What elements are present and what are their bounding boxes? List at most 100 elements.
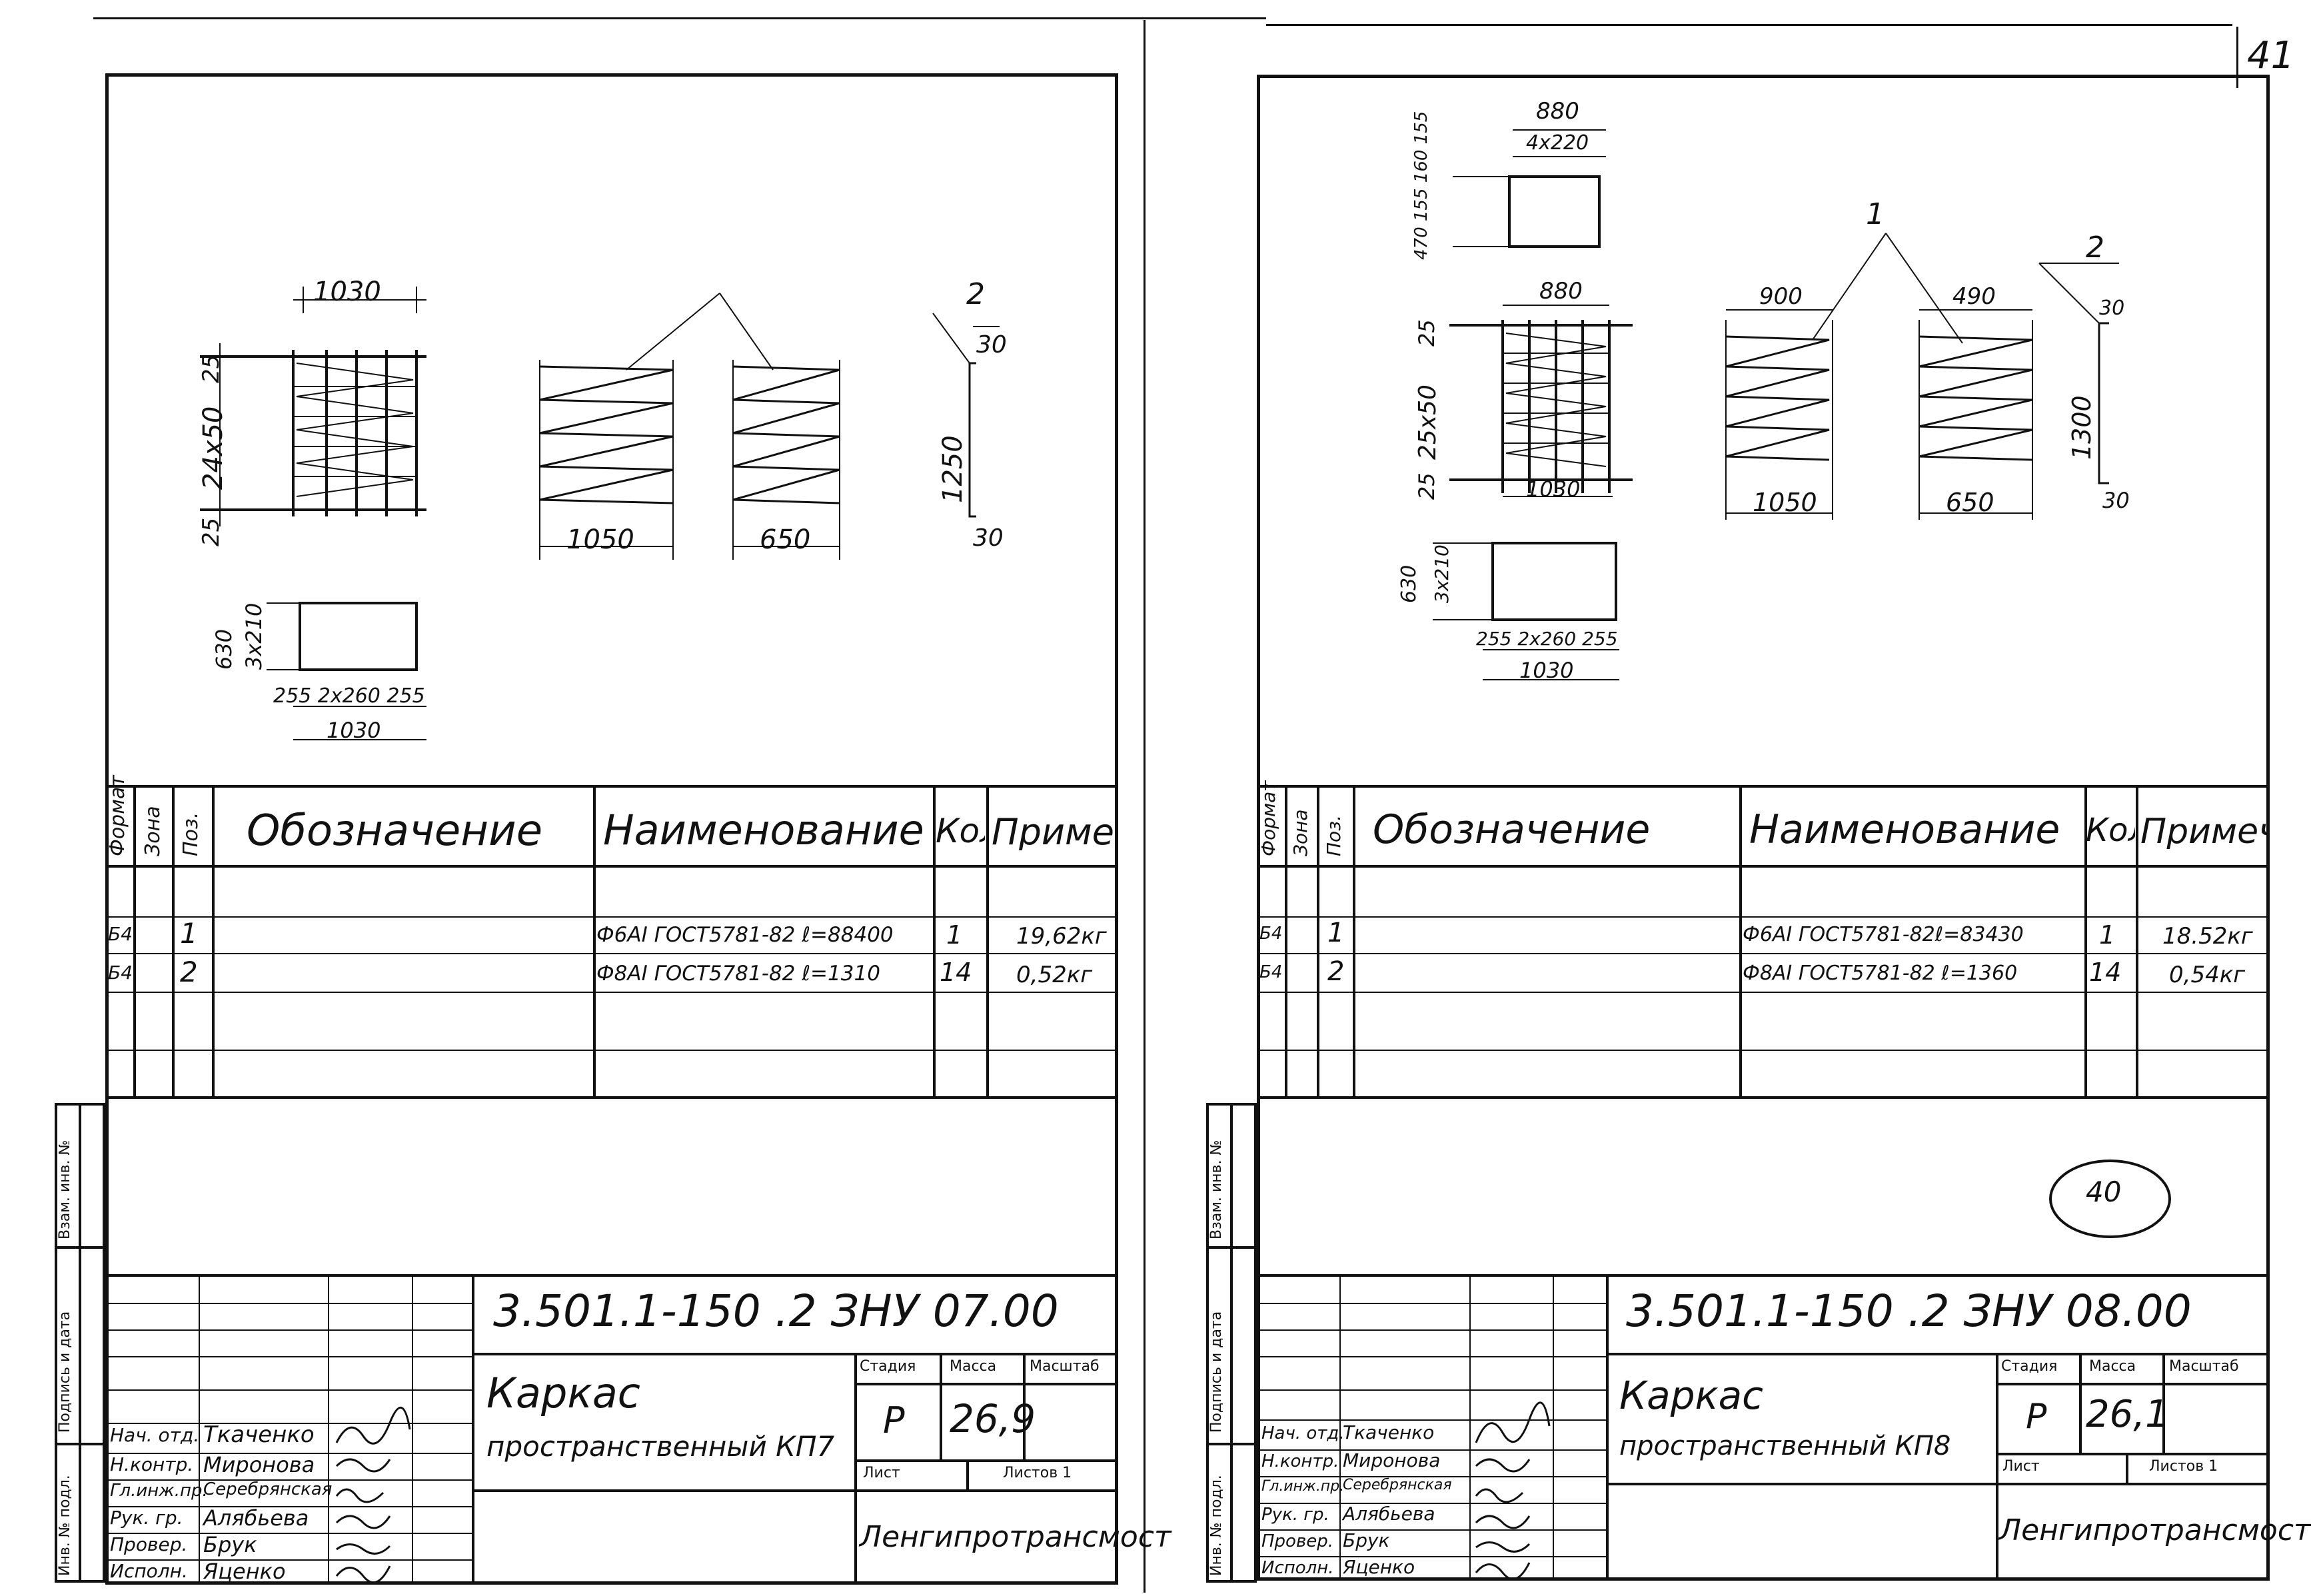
left-row1-pos: 1: [180, 917, 198, 950]
left-staff-role-4: Рук. гр.: [110, 1507, 183, 1529]
right-row2-note: 0,54кг: [2169, 962, 2246, 988]
left-row2-qty: 14: [940, 958, 972, 987]
left-row2-pos: 2: [180, 956, 198, 988]
right-staff-role-2: Н.контр.: [1261, 1451, 1339, 1471]
left-row2-note: 0,52кг: [1016, 962, 1093, 988]
right-mass-label: Масса: [2089, 1358, 2136, 1375]
right-hdr-name: Наименование: [1749, 806, 2060, 853]
left-staff-name-1: Ткаченко: [203, 1421, 315, 1448]
right-pos2-bottom: 30: [2102, 488, 2130, 513]
right-stamp-text: 40: [2086, 1176, 2122, 1208]
top-rule-left: [93, 17, 1266, 19]
left-row1-qty: 1: [946, 920, 963, 950]
left-dim-top-width: 1030: [313, 277, 381, 307]
left-doc-code: 3.501.1-150 .2 ЗНУ 07.00: [493, 1285, 1059, 1337]
right-sheet-label: Лист: [2002, 1458, 2040, 1475]
page-number: 41: [2247, 34, 2295, 77]
left-signatures: [335, 1407, 411, 1583]
right-staff-role-4: Рук. гр.: [1261, 1505, 1329, 1525]
right-staff-name-5: Брук: [1343, 1529, 1390, 1551]
left-pos2-bottom: 30: [973, 524, 1004, 552]
left-staff-role-6: Исполн.: [110, 1560, 188, 1582]
left-title-line1: Каркас: [486, 1369, 640, 1417]
left-row1-name: Ф6АI ГОСТ5781-82 ℓ=88400: [596, 923, 894, 947]
left-row2-name: Ф8АI ГОСТ5781-82 ℓ=1310: [596, 962, 880, 986]
right-org: Ленгипротрансмост: [1999, 1513, 2311, 1547]
right-title-line2: пространственный КП8: [1619, 1431, 1951, 1461]
right-pos1-label: 1: [1866, 197, 1885, 231]
left-staff-name-4: Алябьева: [203, 1505, 309, 1531]
right-hdr-note: Примеч.: [2140, 814, 2267, 849]
right-row1-name: Ф6АI ГОСТ5781-82ℓ=83430: [1743, 923, 2024, 946]
left-dim-bar1: 1050: [566, 524, 634, 555]
right-front-view: [1449, 305, 1633, 497]
right-staff-role-5: Провер.: [1261, 1531, 1334, 1551]
right-top-section: [1453, 129, 1606, 248]
left-org: Ленгипротрансмост: [860, 1520, 1171, 1554]
right-staff-name-1: Ткаченко: [1343, 1421, 1435, 1443]
left-staff-name-3: Серебрянская: [203, 1479, 333, 1499]
right-hdr-qty: Кол.: [2086, 814, 2135, 846]
left-row2-format: Б4: [108, 962, 133, 984]
left-sheets-label: Листов 1: [1003, 1465, 1072, 1481]
right-staff-name-3: Серебрянская: [1343, 1477, 1452, 1493]
left-pos2-bar: [932, 313, 1000, 518]
page-number-border: [2236, 27, 2238, 88]
left-hdr-qty: Кол.: [936, 814, 985, 848]
left-sec-width: 1030: [327, 718, 381, 743]
left-drawing: [200, 287, 1000, 740]
right-staff-role-1: Нач. отд.: [1261, 1423, 1345, 1443]
right-staff-role-3: Гл.инж.пр.: [1261, 1478, 1345, 1495]
right-staff-role-6: Исполн.: [1261, 1558, 1334, 1578]
right-staff-name-2: Миронова: [1343, 1449, 1441, 1471]
right-stage-label: Стадия: [2001, 1358, 2058, 1375]
right-sec-bottom: 255 2x260 255: [1476, 628, 1618, 650]
right-bar2: [1885, 233, 2033, 520]
right-title-line1: Каркас: [1619, 1373, 1763, 1418]
left-row1-format: Б4: [108, 923, 133, 945]
right-dim-bar2-len: 650: [1946, 488, 1994, 517]
right-dim-front-w: 880: [1539, 278, 1583, 305]
right-row1-pos: 1: [1327, 918, 1345, 948]
left-sheet-frame: [105, 73, 1118, 1585]
left-row1-note: 19,62кг: [1016, 923, 1107, 950]
right-row1-format: Б4: [1259, 924, 1283, 944]
right-row2-pos: 2: [1327, 956, 1345, 987]
left-hdr-name: Наименование: [603, 806, 924, 854]
right-pos2-label: 2: [2086, 231, 2104, 265]
left-dim-bar2: 650: [760, 524, 811, 555]
right-dim-bar1-len: 1050: [1753, 488, 1817, 517]
right-staff-name-6: Яценко: [1343, 1556, 1415, 1578]
right-stage-value: Р: [2026, 1397, 2047, 1437]
left-stage-value: Р: [883, 1399, 905, 1441]
left-sheet-label: Лист: [863, 1465, 900, 1481]
left-staff-name-5: Брук: [203, 1532, 257, 1557]
right-doc-code: 3.501.1-150 .2 ЗНУ 08.00: [1626, 1285, 2192, 1337]
left-staff-role-2: Н.контр.: [110, 1453, 194, 1475]
left-title-line2: пространственный КП7: [486, 1430, 835, 1463]
right-pos2-top: 30: [2099, 297, 2125, 320]
left-stage-label: Стадия: [860, 1358, 916, 1375]
left-staff-role-1: Нач. отд.: [110, 1424, 200, 1446]
left-mass-label: Масса: [950, 1358, 997, 1375]
right-dim-top-sub: 4x220: [1526, 131, 1589, 155]
left-staff-role-5: Провер.: [110, 1533, 188, 1555]
left-hdr-designation: Обозначение: [247, 806, 543, 856]
left-staff-name-2: Миронова: [203, 1452, 315, 1477]
left-sec-bottom: 255 2x260 255: [273, 684, 425, 708]
left-hdr-note: Примеч.: [992, 814, 1117, 850]
right-row2-format: Б4: [1259, 962, 1283, 982]
left-bar1: [539, 293, 720, 560]
right-row2-qty: 14: [2089, 958, 2122, 987]
right-section: [1433, 542, 1619, 680]
right-mass-value: 26,1: [2086, 1393, 2169, 1436]
right-sec-width: 1030: [1519, 658, 1574, 683]
left-section: [267, 602, 426, 740]
left-bar2: [719, 293, 840, 560]
right-pos2-bar: [2038, 263, 2119, 484]
right-dim-bar2-top: 490: [1952, 283, 1996, 310]
right-row2-name: Ф8АI ГОСТ5781-82 ℓ=1360: [1743, 962, 2018, 985]
center-divider: [1144, 20, 1146, 1593]
left-front-view: [200, 287, 426, 526]
